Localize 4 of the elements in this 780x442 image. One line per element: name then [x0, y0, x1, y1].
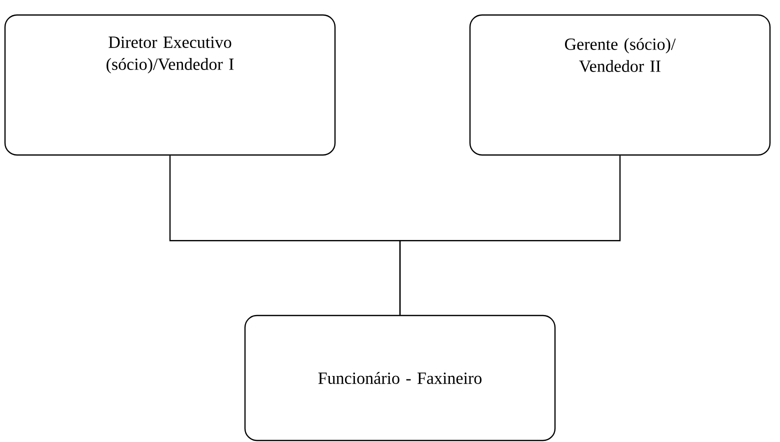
- org-box: Diretor Executivo (sócio)/Vendedor I: [4, 14, 336, 156]
- connector-line: [399, 156, 621, 315]
- org-box: Gerente (sócio)/ Vendedor II: [469, 14, 771, 156]
- org-box: Funcionário - Faxineiro: [244, 314, 556, 442]
